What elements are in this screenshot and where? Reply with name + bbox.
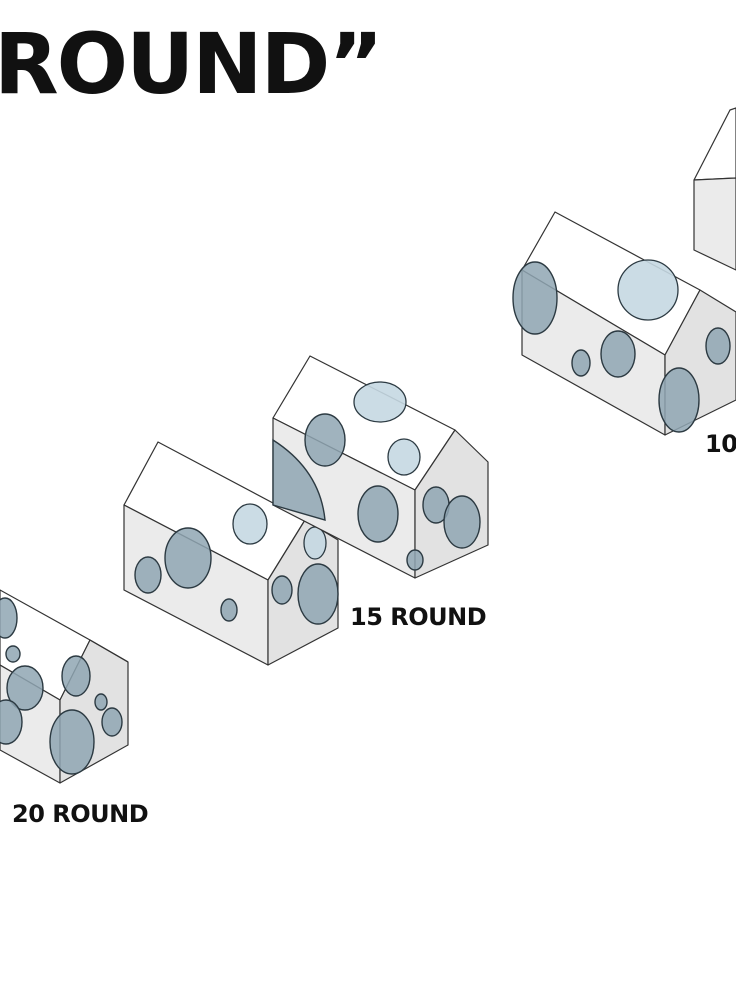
- page-title: ROUND”: [0, 15, 384, 113]
- model-20-round: [0, 589, 129, 784]
- label-10-round: 10: [705, 430, 736, 458]
- model-top-right: [693, 107, 736, 271]
- model-15-round: [272, 355, 489, 579]
- model-10-round: [512, 211, 736, 436]
- label-15-round: 15 ROUND: [350, 603, 487, 631]
- label-20-round: 20 ROUND: [12, 800, 149, 828]
- model-middle: [123, 441, 339, 666]
